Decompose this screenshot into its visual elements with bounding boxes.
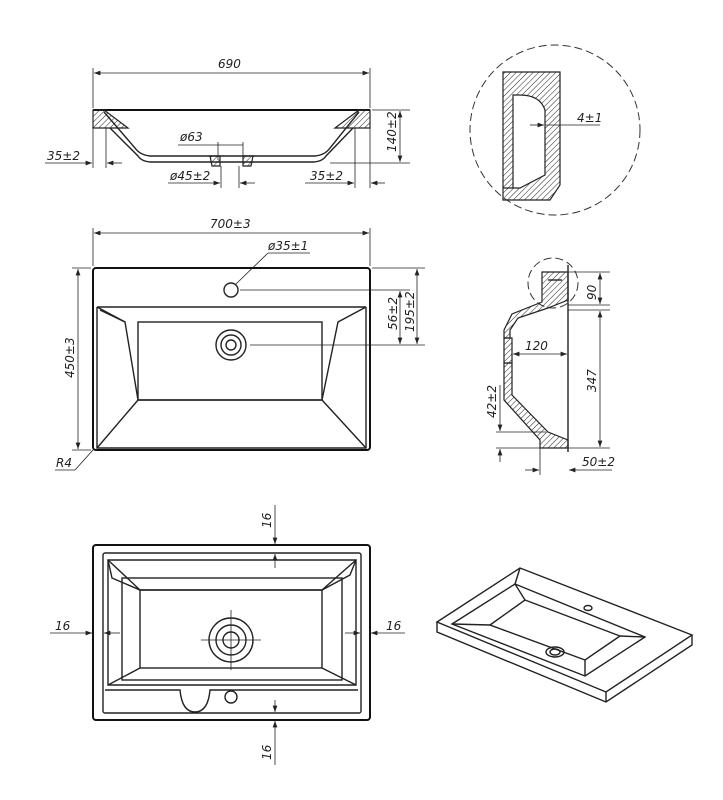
dim-width-690: 690 xyxy=(218,57,241,71)
dim-rim-height: 90 xyxy=(585,284,599,300)
section-view: 690 140±2 35±2 ø63 ø45±2 35±2 xyxy=(45,57,410,188)
plan-view: 700±3 ø35±1 56±2 195±2 450±3 R4 xyxy=(55,217,425,471)
drain-hole xyxy=(215,329,247,361)
isometric-view xyxy=(435,567,694,703)
dim-outlet-diameter: ø45±2 xyxy=(169,169,210,183)
dim-hole-offset: 56±2 xyxy=(386,297,400,330)
side-view: 90 347 120 42±2 50±2 xyxy=(485,257,615,475)
dim-rim-left: 35±2 xyxy=(47,149,80,163)
dim-depth: 450±3 xyxy=(63,337,77,378)
detail-view: 4±1 xyxy=(469,44,641,216)
dim-drain-diameter: ø63 xyxy=(179,130,203,144)
dim-corner-radius: R4 xyxy=(56,456,72,470)
dim-total-height: 347 xyxy=(585,369,599,392)
dim-faucet-hole: ø35±1 xyxy=(267,239,308,253)
dim-rim-right: 35±2 xyxy=(310,169,343,183)
dim-width-700: 700±3 xyxy=(210,217,251,231)
bottom-view: 16 16 16 16 xyxy=(50,505,405,765)
dim-margin-left: 16 xyxy=(55,619,71,633)
faucet-hole xyxy=(223,282,239,298)
dim-height-140: 140±2 xyxy=(385,111,399,152)
dim-wall-thickness: 4±1 xyxy=(577,111,602,125)
dim-margin-right: 16 xyxy=(386,619,402,633)
dim-margin-bottom: 16 xyxy=(260,744,274,760)
dim-bowl-depth: 120 xyxy=(525,339,548,353)
dim-bottom-width: 50±2 xyxy=(582,455,615,469)
dim-margin-top: 16 xyxy=(260,512,274,528)
dim-drain-offset: 195±2 xyxy=(403,291,417,332)
dim-bottom-height: 42±2 xyxy=(485,385,499,418)
